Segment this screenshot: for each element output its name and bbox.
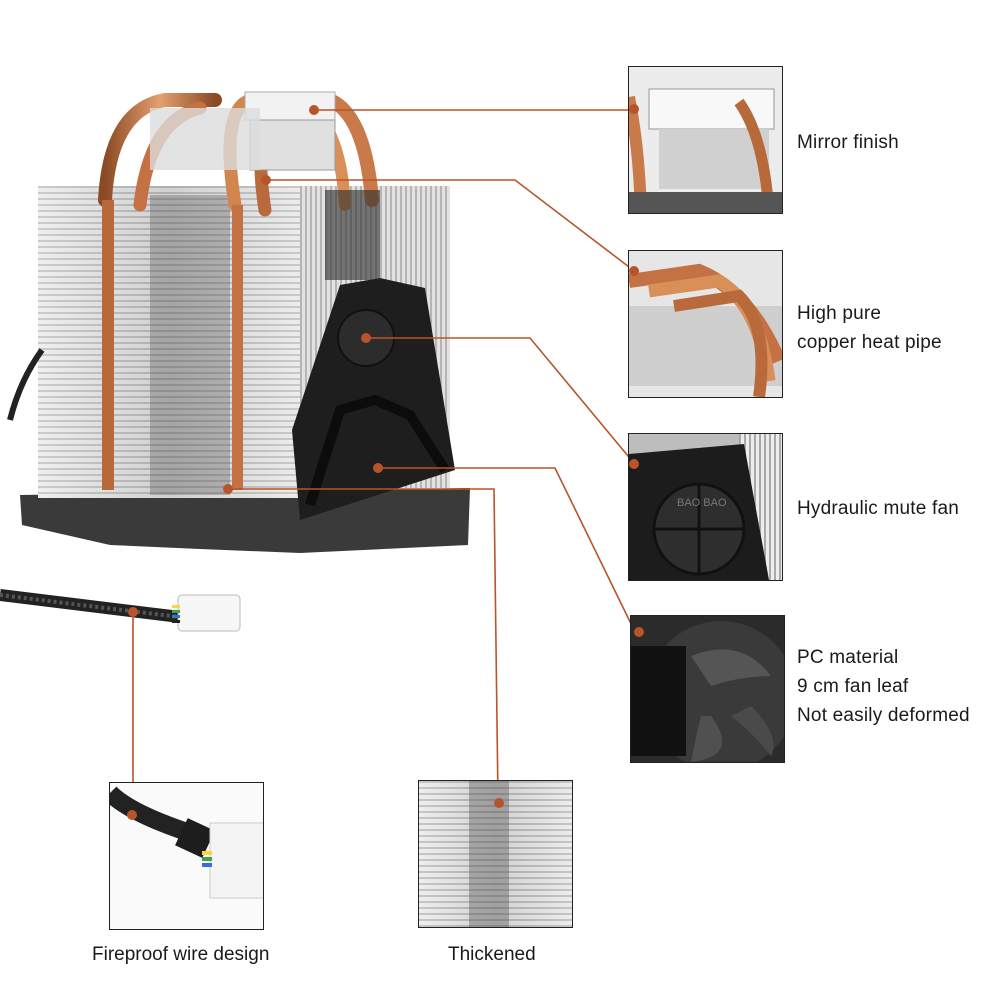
fan-cable: [0, 589, 241, 632]
detail-fan-leaf: [630, 615, 785, 763]
caption-fireproof-wire: Fireproof wire design: [92, 944, 270, 965]
label-mirror-finish: Mirror finish: [797, 132, 899, 153]
detail-thickened-fins: [418, 780, 573, 928]
leader-dots: [128, 105, 383, 617]
label-pc-line2: 9 cm fan leaf: [797, 676, 909, 697]
detail-mirror-finish: [628, 66, 783, 214]
label-pc-line1: PC material: [797, 647, 899, 668]
label-copper-pipe-line2: copper heat pipe: [797, 332, 942, 353]
leader-lines: [132, 109, 636, 810]
detail-fireproof-wire: [109, 782, 264, 930]
fan-hub-logo: BAO BAO: [677, 497, 727, 509]
detail-hydraulic-fan: BAO BAO: [628, 433, 783, 581]
label-copper-pipe: High pure copper heat pipe: [797, 299, 942, 357]
label-pc-line3: Not easily deformed: [797, 705, 970, 726]
label-hydraulic-fan: Hydraulic mute fan: [797, 498, 960, 519]
detail-copper-pipe: [628, 250, 783, 398]
caption-thickened: Thickened: [448, 944, 536, 965]
label-copper-pipe-line1: High pure: [797, 303, 882, 324]
label-pc-material: PC material 9 cm fan leaf Not easily def…: [797, 643, 970, 730]
mirror-finish-block: [150, 91, 336, 171]
